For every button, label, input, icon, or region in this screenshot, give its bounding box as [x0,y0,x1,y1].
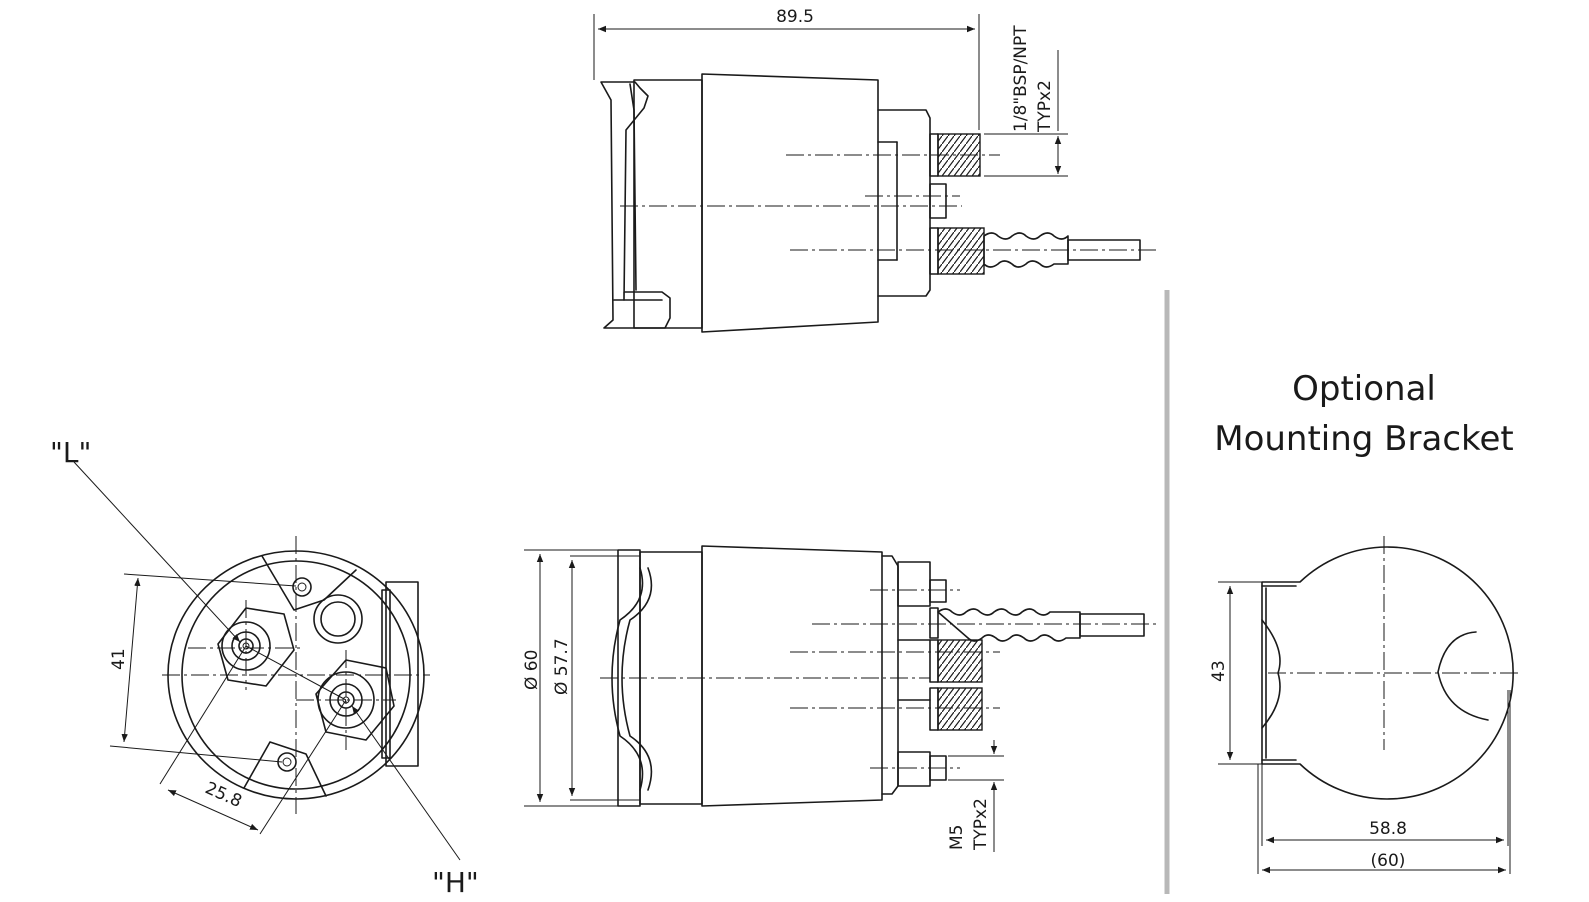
bracket-inner-width-label: 58.8 [1369,819,1407,839]
dim-bolt: M5 TYPx2 [947,740,1004,852]
top-view: 89.5 1/8"BS [593,7,1158,333]
diameter-outer-label: Ø 60 [522,650,542,690]
thread-spec-label: 1/8"BSP/NPT [1011,25,1031,132]
dim-spacing-label: 41 [109,648,129,670]
dim-spacing: 41 [109,573,297,763]
diameter-inner-label: Ø 57.7 [552,638,572,695]
port-high-label: "H" [432,866,479,899]
dim-offset-label: 25.8 [202,778,245,812]
bracket-dim-widths: 58.8 (60) [1257,690,1511,874]
bracket-dim-height: 43 [1209,581,1262,765]
bracket-outer-width-label: (60) [1371,851,1406,871]
bracket-section: Optional Mounting Bracket 43 58.8 (60) [1209,369,1522,874]
dim-length: 89.5 [593,7,980,130]
dim-thread: 1/8"BSP/NPT TYPx2 [984,25,1068,177]
bolt-spec-label: M5 [947,825,967,850]
end-view: "L" "H" 41 25.8 [50,436,479,899]
bracket-title-line1: Optional [1292,369,1436,409]
dim-length-label: 89.5 [776,7,814,27]
bracket-title-line2: Mounting Bracket [1214,419,1514,459]
bracket-height-label: 43 [1209,660,1229,682]
thread-qty-label: TYPx2 [1035,80,1055,133]
dim-diameters: Ø 60 Ø 57.7 [522,549,640,807]
side-view: Ø 60 Ø 57.7 [522,545,1160,852]
dim-offset: 25.8 [159,645,347,835]
port-low-label: "L" [50,436,91,469]
bolt-qty-label: TYPx2 [971,798,991,851]
